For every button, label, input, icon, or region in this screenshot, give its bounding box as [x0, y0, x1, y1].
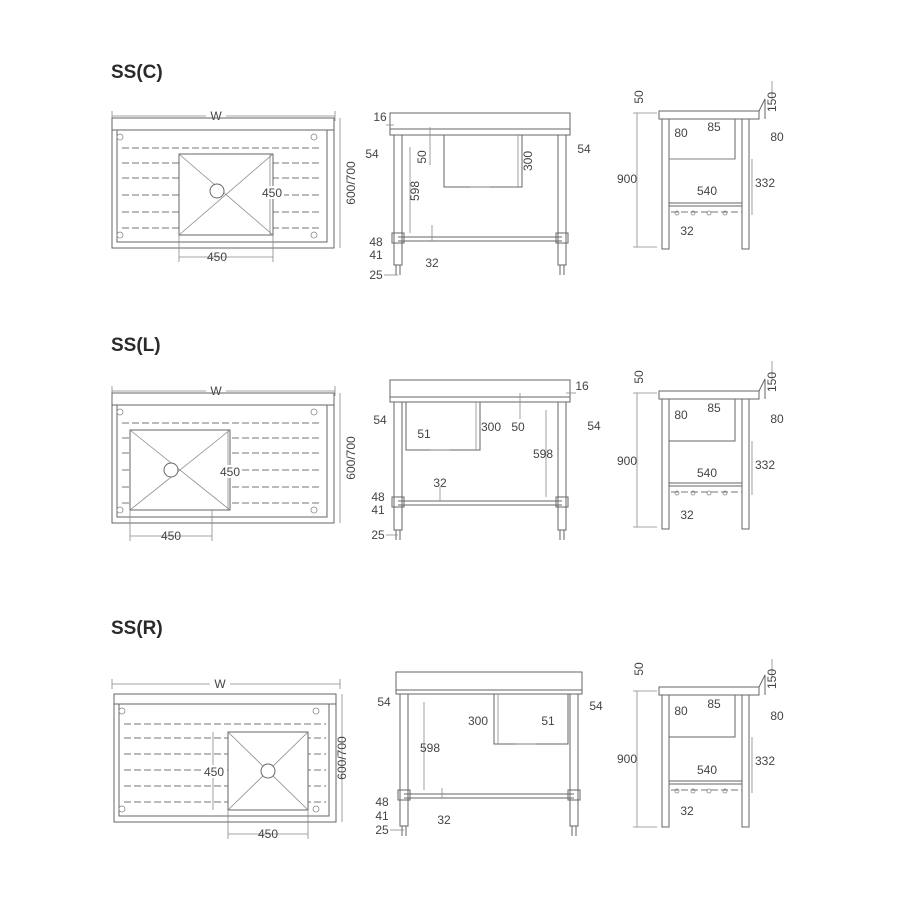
dim-rail-height: 48 [371, 490, 385, 504]
dim-rail-height: 48 [375, 795, 389, 809]
dim-leg-height: 598 [420, 741, 440, 755]
dim-bowl-drop: 332 [755, 754, 775, 768]
dim-width: W [210, 109, 222, 123]
dim-foot: 25 [375, 823, 389, 837]
dim-foot: 25 [369, 268, 383, 282]
dim-splash: 16 [575, 379, 589, 393]
dim-right-edge: 54 [577, 142, 591, 156]
dim-bowl-width: 450 [161, 529, 181, 543]
dim-rail-width: 540 [697, 466, 717, 480]
dim-tube: 32 [680, 508, 694, 522]
dim-bowl-height: 300 [468, 714, 488, 728]
dim-rail-height: 48 [369, 235, 383, 249]
dim-foot: 25 [371, 528, 385, 542]
dim-bowl-offset: 51 [541, 714, 555, 728]
dim-left-edge: 54 [377, 695, 391, 709]
dim-leg-height: 598 [408, 181, 422, 201]
dim-bowl-drop: 332 [755, 458, 775, 472]
dim-depth: 600/700 [335, 736, 349, 780]
variant-title-ssc: SS(C) [111, 62, 163, 83]
dim-tube: 32 [425, 256, 439, 270]
dim-rail-width: 540 [697, 763, 717, 777]
dim-left-edge: 54 [365, 147, 379, 161]
dim-tube: 32 [680, 224, 694, 238]
dim-bowl-depth: 450 [204, 765, 224, 779]
dim-bowl-height: 300 [481, 420, 501, 434]
side-view-ssl: 50 900 150 80 85 80 332 540 32 [617, 361, 784, 530]
dim-bowl-offset: 85 [707, 401, 721, 415]
dim-rail-offset: 41 [375, 809, 389, 823]
dim-splash-back: 150 [765, 92, 779, 112]
dim-bowl-offset: 85 [707, 697, 721, 711]
dim-bowl-width: 450 [258, 827, 278, 841]
top-view-ssl: W 450 450 600/700 [111, 383, 358, 543]
dim-bowl-depth: 450 [220, 465, 240, 479]
dim-left-edge: 54 [373, 413, 387, 427]
dim-total-height: 900 [617, 172, 637, 186]
dim-right-edge: 54 [587, 419, 601, 433]
dim-bowl-depth: 50 [511, 420, 525, 434]
top-view-ssc: W 450 450 600/700 [111, 108, 358, 264]
side-view-ssr: 50 900 150 80 85 80 332 540 32 [617, 659, 784, 828]
dim-right-edge: 54 [589, 699, 603, 713]
dim-bowl-offset: 85 [707, 120, 721, 134]
dim-depth: 600/700 [344, 161, 358, 205]
front-view-ssc: 16 54 54 50 300 598 48 41 32 25 [365, 110, 591, 282]
dim-bowl-width: 450 [207, 250, 227, 264]
front-view-ssl: 16 54 54 51 300 50 598 48 41 32 25 [371, 379, 601, 542]
dim-right-post: 80 [770, 709, 784, 723]
side-view-ssc: 50 900 150 80 85 80 332 540 32 [617, 81, 784, 250]
dim-tube: 32 [437, 813, 451, 827]
dim-bowl-offset: 51 [417, 427, 431, 441]
dim-splash-height: 50 [632, 370, 646, 384]
dim-tube: 32 [433, 476, 447, 490]
dim-left-post: 80 [674, 126, 688, 140]
dim-bowl-drop: 332 [755, 176, 775, 190]
dim-right-post: 80 [770, 412, 784, 426]
dim-splash-height: 50 [632, 662, 646, 676]
variant-title-ssr: SS(R) [111, 618, 163, 639]
dim-width: W [214, 677, 226, 691]
dim-width: W [210, 384, 222, 398]
dim-right-post: 80 [770, 130, 784, 144]
top-view-ssr: W 450 450 600/700 [111, 676, 349, 841]
dim-bowl-depth: 450 [262, 186, 282, 200]
front-view-ssr: 54 54 300 51 598 48 41 32 25 [375, 671, 603, 837]
dim-left-post: 80 [674, 408, 688, 422]
dim-rail-offset: 41 [369, 248, 383, 262]
dim-total-height: 900 [617, 454, 637, 468]
variant-title-ssl: SS(L) [111, 335, 161, 356]
dim-splash-height: 50 [632, 90, 646, 104]
dim-left-post: 80 [674, 704, 688, 718]
dim-tube: 32 [680, 804, 694, 818]
dim-splash-back: 150 [765, 372, 779, 392]
dim-total-height: 900 [617, 752, 637, 766]
dim-rail-width: 540 [697, 184, 717, 198]
dim-bowl-depth: 50 [415, 150, 429, 164]
dim-splash-back: 150 [765, 669, 779, 689]
dim-rail-offset: 41 [371, 503, 385, 517]
dim-splash: 16 [373, 110, 387, 124]
dim-leg-height: 598 [533, 447, 553, 461]
dim-depth: 600/700 [344, 436, 358, 480]
dim-bowl-height: 300 [521, 151, 535, 171]
